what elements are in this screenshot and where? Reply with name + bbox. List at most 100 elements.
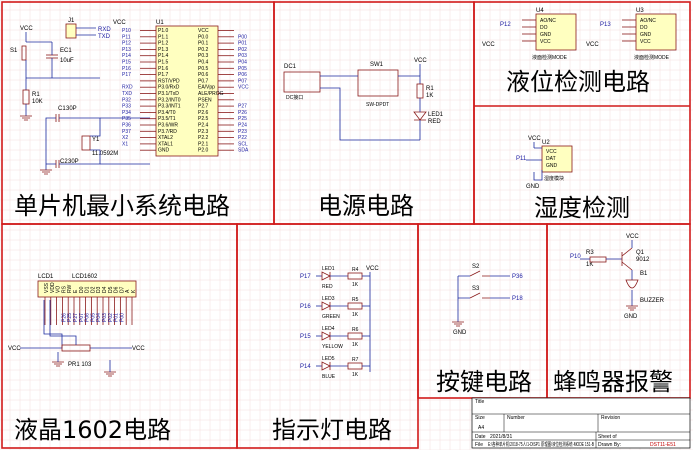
dpdt-switch xyxy=(357,69,399,97)
lcd-pin: D4 xyxy=(102,286,108,293)
led-name: LED3 xyxy=(322,296,335,302)
power-vcc: VCC xyxy=(414,58,427,64)
u1-left-pin: P1.4 xyxy=(158,53,169,59)
lcd1-label: LCD1 xyxy=(38,274,54,280)
caption-humidity: 湿度检测 xyxy=(534,194,630,222)
u2-module-label: 湿度模块 xyxy=(544,175,564,182)
u1-left-pin: P1.6 xyxy=(158,66,169,72)
ec1-value: 10uF xyxy=(60,58,74,64)
u1-left-pin: XTAL2 xyxy=(158,135,173,141)
u1-left-pin: P3.0/RxD xyxy=(158,85,180,91)
u1-right-pin: P0.4 xyxy=(198,60,209,66)
u1-left-pin: P1.5 xyxy=(158,60,169,66)
u1-label: U1 xyxy=(156,20,164,26)
size-label: Size xyxy=(475,415,485,421)
humidity-pin: VCC xyxy=(546,149,557,155)
lcd-net: P07 xyxy=(79,313,85,322)
gnd-symbol-keys xyxy=(452,321,464,327)
level-vcc-2: VCC xyxy=(586,42,599,48)
u3-label: U3 xyxy=(636,8,644,14)
u1-left-pin: P3.2/INT0 xyxy=(158,97,181,103)
q1-value: 9012 xyxy=(636,257,650,263)
lcd-net: P01 xyxy=(114,313,120,322)
level-pin: DO xyxy=(640,25,648,31)
led-diode-icon xyxy=(321,361,331,371)
u1-left-net: P36 xyxy=(122,123,131,129)
r3-resistor xyxy=(589,256,607,263)
txd-net: TXD xyxy=(98,34,111,40)
date-value: 2021/8/31 xyxy=(490,434,512,440)
j1-label: J1 xyxy=(68,18,75,24)
u1-left-net: P16 xyxy=(122,66,131,72)
u1-right-pin: VCC xyxy=(198,28,209,34)
vcc-net: VCC xyxy=(113,20,126,26)
reset-button xyxy=(21,45,27,61)
u1-left-net: P17 xyxy=(122,72,131,78)
caption-mcu: 单片机最小系统电路 xyxy=(14,192,230,220)
lcd-pin: RW xyxy=(67,284,73,293)
lcd-module xyxy=(37,280,137,298)
u1-left-net: TXD xyxy=(122,91,132,97)
led-color: RED xyxy=(322,284,333,290)
s3-label: S3 xyxy=(472,286,480,292)
humidity-gnd: GND xyxy=(526,184,540,190)
u1-right-pin: P2.6 xyxy=(198,110,209,116)
u1-right-pin: P2.5 xyxy=(198,116,209,122)
u1-left-pin: P3.3/INT1 xyxy=(158,104,181,110)
b1-value: BUZZER xyxy=(640,298,665,304)
u3-module-label: 液面检测MODE xyxy=(634,54,670,61)
lcd-pin: D6 xyxy=(114,286,120,293)
lcd-pin: RS xyxy=(61,285,67,293)
u1-left-net: P37 xyxy=(122,129,131,135)
level-pin: AO/NC xyxy=(640,18,656,24)
led-circuit: VCC P17LED1REDR41KP16LED3GREENR51KP15LED… xyxy=(300,266,379,380)
pr1-label: PR1 103 xyxy=(68,362,92,368)
lcd-net: P02 xyxy=(108,313,114,322)
u1-right-pin: P2.0 xyxy=(198,148,209,154)
panel-captions: 单片机最小系统电路 电源电路 液位检测电路 湿度检测 液晶1602电路 指示灯电… xyxy=(14,68,673,444)
gnd-symbol-2 xyxy=(40,169,52,175)
lcd-pin: D3 xyxy=(96,286,102,293)
revision-label: Revision xyxy=(601,415,620,421)
u1-right-pin: P0.3 xyxy=(198,53,209,59)
led-net: P17 xyxy=(300,274,311,280)
dc-jack-label: DC接口 xyxy=(286,94,303,101)
u1-right-net: P07 xyxy=(238,78,247,84)
power-r1-label: R1 xyxy=(426,86,434,92)
y1-value: 11.0592M xyxy=(92,151,118,157)
b1-label: B1 xyxy=(640,271,648,277)
gnd-symbol-1 xyxy=(20,115,32,121)
u1-right-net: P27 xyxy=(238,104,247,110)
u1-left-pin: RST/VPD xyxy=(158,78,180,84)
dc1-label: DC1 xyxy=(284,64,297,70)
power-led-color: RED xyxy=(428,119,441,125)
file-label: File xyxy=(475,442,483,448)
level-pin: AO/NC xyxy=(540,18,556,24)
u1-left-pin: P1.0 xyxy=(158,28,169,34)
u1-right-pin: EA/Vpp xyxy=(198,85,215,91)
led-net: P14 xyxy=(300,364,311,370)
u1-right-pin: ALE/PROG xyxy=(198,91,224,97)
u1-right-net: P05 xyxy=(238,66,247,72)
u1-right-net: P25 xyxy=(238,116,247,122)
lcd-pin: D7 xyxy=(119,286,125,293)
buzzer-p10: P10 xyxy=(570,254,581,260)
led-res-name: R4 xyxy=(352,267,359,273)
caption-lcd: 液晶1602电路 xyxy=(14,416,171,444)
caption-leds: 指示灯电路 xyxy=(272,416,392,444)
led-net: P16 xyxy=(300,304,311,310)
date-label: Date xyxy=(475,434,486,440)
u1-left-pin: XTAL1 xyxy=(158,141,173,147)
lcd-net: P00 xyxy=(119,313,125,322)
u1-left-net: P15 xyxy=(122,60,131,66)
humidity-pin: DAT xyxy=(546,156,556,162)
led-color: BLUE xyxy=(322,374,336,380)
r3-label: R3 xyxy=(586,250,594,256)
u1-right-pin: P2.7 xyxy=(198,104,209,110)
power-r1-value: 1K xyxy=(426,93,433,99)
lcd-pin: VSS xyxy=(44,282,50,293)
key-s3 xyxy=(469,292,490,299)
